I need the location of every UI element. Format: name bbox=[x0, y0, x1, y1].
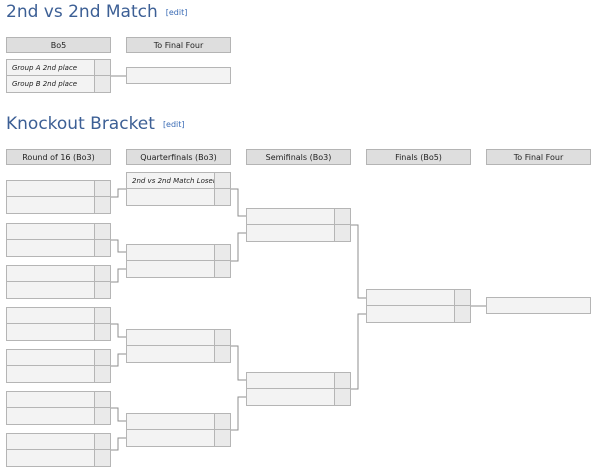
score-box bbox=[94, 282, 110, 298]
section-title-knockout: Knockout Bracket [edit] bbox=[6, 114, 185, 134]
slot-team2[interactable] bbox=[247, 389, 350, 405]
match-r16-6 bbox=[6, 391, 111, 425]
score-box bbox=[214, 330, 230, 345]
slot-team1[interactable] bbox=[7, 392, 110, 408]
match-qf-3 bbox=[126, 329, 231, 363]
score-box bbox=[94, 197, 110, 213]
slot-team1[interactable] bbox=[127, 330, 230, 346]
slot-team2[interactable] bbox=[7, 324, 110, 340]
score-box bbox=[94, 181, 110, 196]
header-to-final-four: To Final Four bbox=[486, 149, 591, 165]
score-box bbox=[94, 308, 110, 323]
match-sf-1 bbox=[246, 208, 351, 242]
match-qf-1: 2nd vs 2nd Match Loser bbox=[126, 172, 231, 206]
slot-team1[interactable] bbox=[7, 350, 110, 366]
match-final bbox=[366, 289, 471, 323]
score-box bbox=[214, 430, 230, 446]
match-r16-1 bbox=[6, 180, 111, 214]
slot-team2[interactable] bbox=[7, 408, 110, 424]
match-2nd-vs-2nd: Group A 2nd place Group B 2nd place bbox=[6, 59, 111, 93]
score-box bbox=[94, 392, 110, 407]
slot-team2[interactable]: Group B 2nd place bbox=[7, 76, 110, 92]
section-title-2nd-vs-2nd: 2nd vs 2nd Match [edit] bbox=[6, 2, 187, 22]
section-title-text: 2nd vs 2nd Match bbox=[6, 2, 158, 22]
slot-team1[interactable] bbox=[7, 308, 110, 324]
score-box bbox=[214, 189, 230, 205]
slot-team1[interactable] bbox=[7, 434, 110, 450]
score-box bbox=[94, 240, 110, 256]
score-box bbox=[94, 324, 110, 340]
slot-team2[interactable] bbox=[127, 346, 230, 362]
score-box bbox=[334, 373, 350, 388]
slot-team1[interactable] bbox=[367, 290, 470, 306]
score-box bbox=[94, 408, 110, 424]
score-box bbox=[94, 60, 110, 75]
edit-link[interactable]: [edit] bbox=[162, 119, 185, 129]
slot-team2[interactable] bbox=[7, 282, 110, 298]
slot-team1[interactable] bbox=[7, 266, 110, 282]
slot-team2[interactable] bbox=[7, 197, 110, 213]
slot-team2[interactable] bbox=[127, 189, 230, 205]
header-bo5: Bo5 bbox=[6, 37, 111, 53]
score-box bbox=[214, 414, 230, 429]
slot-team1[interactable] bbox=[7, 181, 110, 197]
slot-team2[interactable] bbox=[7, 240, 110, 256]
score-box bbox=[334, 209, 350, 224]
slot-team2[interactable] bbox=[7, 366, 110, 382]
slot-team1[interactable] bbox=[7, 224, 110, 240]
slot-team2[interactable] bbox=[247, 225, 350, 241]
match-r16-3 bbox=[6, 265, 111, 299]
slot-team2[interactable] bbox=[127, 430, 230, 446]
score-box bbox=[94, 450, 110, 466]
header-finals: Finals (Bo5) bbox=[366, 149, 471, 165]
match-r16-5 bbox=[6, 349, 111, 383]
score-box bbox=[94, 266, 110, 281]
score-box bbox=[94, 434, 110, 449]
slot-team1[interactable] bbox=[127, 245, 230, 261]
slot-team1[interactable] bbox=[127, 414, 230, 430]
score-box bbox=[214, 346, 230, 362]
match-sf-2 bbox=[246, 372, 351, 406]
header-to-final-four: To Final Four bbox=[126, 37, 231, 53]
score-box bbox=[454, 290, 470, 305]
slot-team2[interactable] bbox=[7, 450, 110, 466]
slot-team2[interactable] bbox=[367, 306, 470, 322]
match-r16-4 bbox=[6, 307, 111, 341]
score-box bbox=[334, 225, 350, 241]
section-title-text: Knockout Bracket bbox=[6, 114, 155, 134]
score-box bbox=[94, 350, 110, 365]
score-box bbox=[334, 389, 350, 405]
score-box bbox=[454, 306, 470, 322]
score-box bbox=[94, 224, 110, 239]
team-name: 2nd vs 2nd Match Loser bbox=[132, 176, 216, 185]
team-name: Group A 2nd place bbox=[12, 63, 78, 72]
slot-team1[interactable]: Group A 2nd place bbox=[7, 60, 110, 76]
score-box bbox=[214, 245, 230, 260]
score-box bbox=[94, 76, 110, 92]
header-quarterfinals: Quarterfinals (Bo3) bbox=[126, 149, 231, 165]
slot-team1[interactable]: 2nd vs 2nd Match Loser bbox=[127, 173, 230, 189]
header-semifinals: Semifinals (Bo3) bbox=[246, 149, 351, 165]
match-qf-2 bbox=[126, 244, 231, 278]
header-round-of-16: Round of 16 (Bo3) bbox=[6, 149, 111, 165]
slot-team2[interactable] bbox=[127, 261, 230, 277]
match-r16-7 bbox=[6, 433, 111, 467]
slot-team1[interactable] bbox=[247, 209, 350, 225]
team-name: Group B 2nd place bbox=[12, 80, 78, 88]
advance-slot-final-four[interactable] bbox=[126, 67, 231, 84]
score-box bbox=[214, 261, 230, 277]
match-qf-4 bbox=[126, 413, 231, 447]
edit-link[interactable]: [edit] bbox=[165, 7, 188, 17]
slot-team1[interactable] bbox=[247, 373, 350, 389]
score-box bbox=[214, 173, 230, 188]
match-r16-2 bbox=[6, 223, 111, 257]
advance-slot-final-four[interactable] bbox=[486, 297, 591, 314]
score-box bbox=[94, 366, 110, 382]
